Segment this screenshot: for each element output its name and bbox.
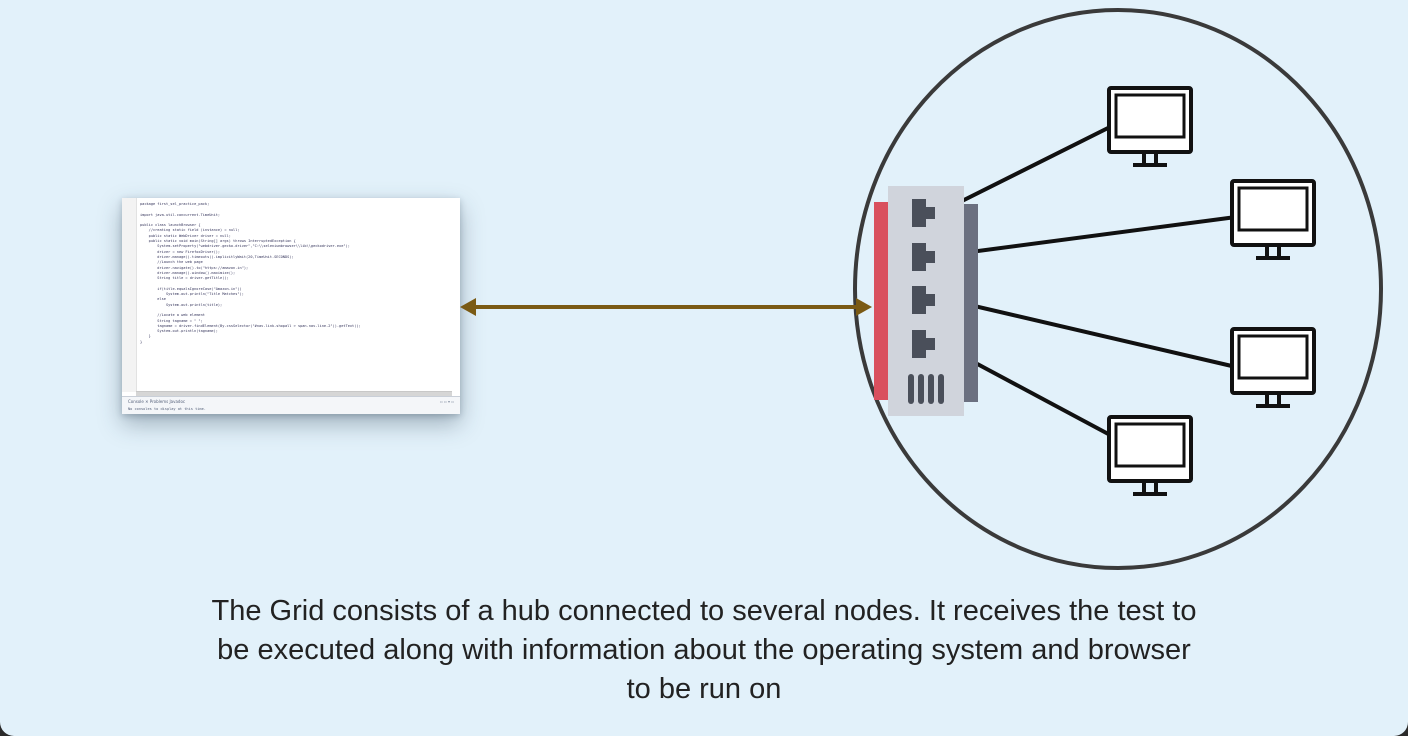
node-monitor-icon xyxy=(1107,86,1193,167)
code-line: tagname = driver.findElement(By.cssSelec… xyxy=(140,323,361,328)
code-line: String tagname = " "; xyxy=(140,318,203,323)
code-line: public class launchBrowser { xyxy=(140,223,201,228)
code-line: System.setProperty("webdriver.gecko.driv… xyxy=(140,244,350,249)
grid-boundary-circle xyxy=(853,8,1383,570)
code-line: package first_sel_practice_pack; xyxy=(140,202,210,206)
line-number-gutter xyxy=(122,198,137,392)
caption: The Grid consists of a hub connected to … xyxy=(60,592,1348,709)
node-monitor-icon xyxy=(1107,415,1193,496)
code-line: driver.manage().window().maximize(); xyxy=(140,270,236,275)
code-line: System.out.println(title); xyxy=(140,302,223,307)
console-message: No consoles to display at this time. xyxy=(128,407,206,411)
console-toolbar-icons: ▫ ▫ ▾ ▫ xyxy=(440,399,454,404)
caption-line-3: to be run on xyxy=(626,673,782,705)
bidirectional-arrow xyxy=(460,298,872,316)
code-line: //Launch the web page xyxy=(140,260,203,265)
code-line: System.out.println(tagname); xyxy=(140,329,218,334)
code-line: public static WebDriver driver = null; xyxy=(140,233,231,238)
code-editor-screenshot: package first_sel_practice_pack; import … xyxy=(122,198,460,414)
code-line: driver.navigate().to("https://amazon.in"… xyxy=(140,265,249,270)
node-monitor-icon xyxy=(1230,179,1316,260)
hub-server-icon xyxy=(874,186,978,416)
code-line: else xyxy=(140,297,166,302)
console-panel: Console ✕ Problems Javadoc ▫ ▫ ▾ ▫ No co… xyxy=(122,396,460,414)
code-line: //creating static field (instance) = nul… xyxy=(140,228,240,233)
code-line: } xyxy=(140,339,143,344)
code-line: //Locate a web element xyxy=(140,313,205,318)
caption-line-1: The Grid consists of a hub connected to … xyxy=(211,595,1197,627)
code-line: import java.util.concurrent.TimeUnit; xyxy=(140,212,221,217)
code-line: driver.manage().timeouts().implicitlyWai… xyxy=(140,254,294,259)
code-line: System.out.println("Title Matches"); xyxy=(140,292,244,297)
code-line: driver = new FirefoxDriver(); xyxy=(140,249,221,254)
code-line: if(title.equalsIgnoreCase("Amazon.in")) xyxy=(140,286,242,291)
code-line: } xyxy=(140,334,151,339)
node-monitor-icon xyxy=(1230,327,1316,408)
horizontal-scrollbar xyxy=(136,391,452,396)
code-line: String title = driver.getTitle(); xyxy=(140,276,229,281)
code-lines: package first_sel_practice_pack; import … xyxy=(140,202,454,392)
connection-lines xyxy=(939,124,1237,438)
console-tab-label: Console ✕ Problems Javadoc xyxy=(128,399,186,404)
code-line: public static void main(String[] args) t… xyxy=(140,239,296,244)
caption-line-2: be executed along with information about… xyxy=(217,634,1191,666)
